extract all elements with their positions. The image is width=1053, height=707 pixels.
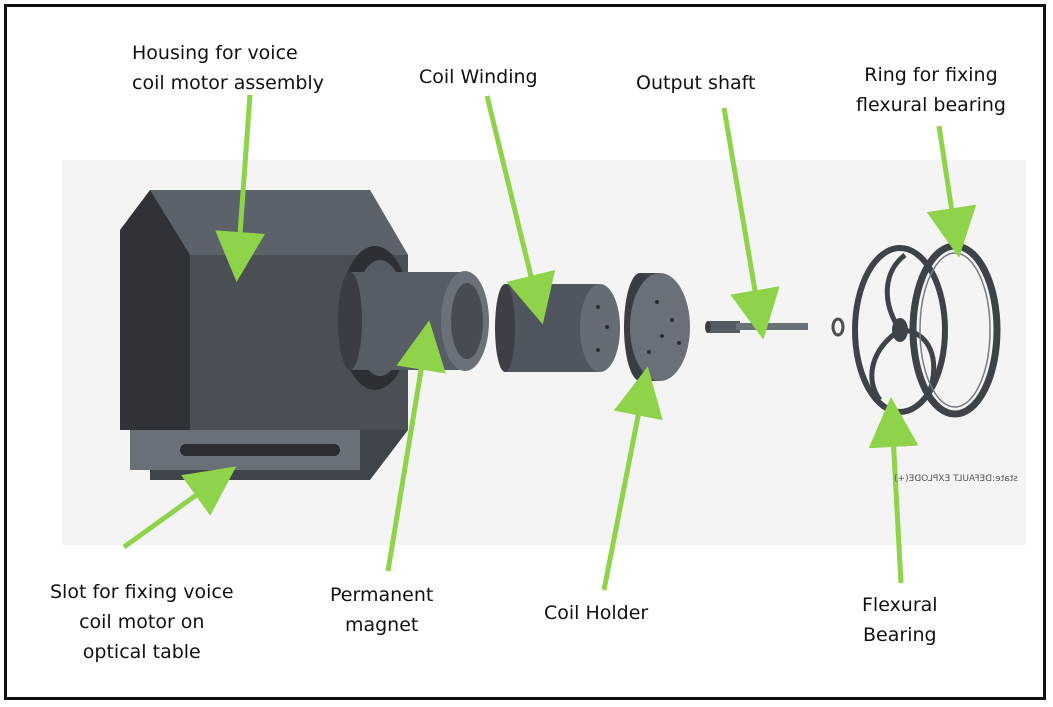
label-flexural-bearing: Flexural Bearing [862, 594, 938, 646]
flexural-bearing-arrow [868, 397, 919, 584]
ring-arrow [926, 125, 977, 258]
fixing-ring-part [909, 242, 1001, 418]
washer-part [831, 317, 845, 337]
label-coil-winding: Coil Winding [419, 66, 538, 88]
label-slot: Slot for fixing voice coil motor on opti… [50, 581, 234, 663]
label-output-shaft: Output shaft [636, 72, 756, 94]
cad-view-state-label: state:DEFAULT EXPLODE(+) [894, 474, 1018, 484]
permanent-magnet-arrow [385, 320, 446, 572]
coil-holder-arrow [601, 366, 663, 591]
housing-arrow [215, 94, 266, 282]
coil-winding-part [495, 284, 620, 372]
label-coil-holder: Coil Holder [544, 602, 649, 624]
permanent-magnet-part [338, 271, 489, 371]
label-ring: Ring for fixing flexural bearing [856, 64, 1006, 116]
output-shaft-part [705, 321, 808, 333]
coil-holder-part [624, 273, 690, 381]
slot-arrow [122, 466, 237, 550]
output-shaft-arrow [721, 107, 780, 340]
label-permanent-magnet: Permanent magnet [330, 584, 434, 636]
label-housing: Housing for voice coil motor assembly [132, 42, 324, 94]
coil-winding-arrow [484, 95, 556, 325]
